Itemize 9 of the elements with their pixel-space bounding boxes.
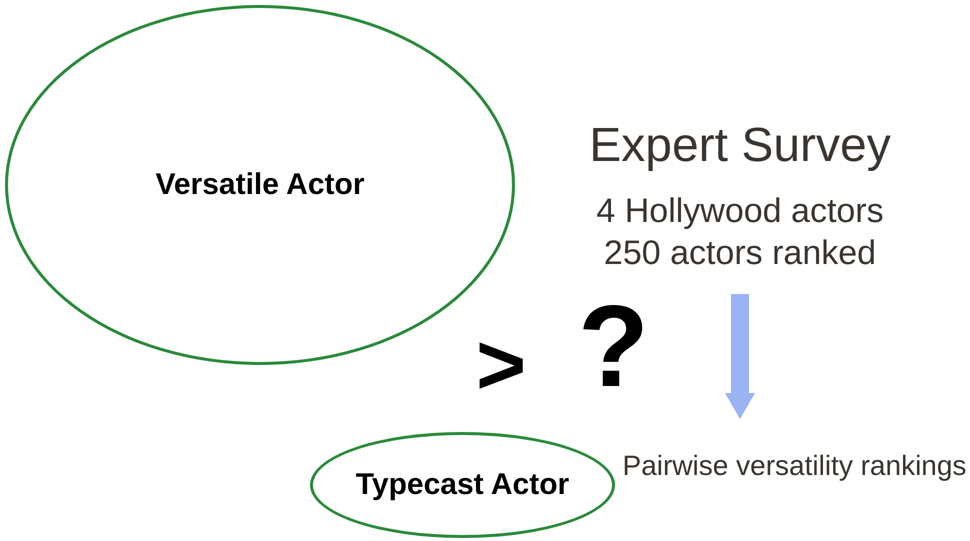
node-text: Pairwise versatility rankings (622, 448, 966, 482)
node-text: 4 Hollywood actors 250 actors ranked (595, 190, 885, 274)
heading: Expert Survey (589, 118, 891, 174)
symbol-text: ? (578, 288, 649, 404)
arrow (725, 294, 755, 419)
ellipse (310, 432, 615, 538)
symbol-text: > (476, 322, 526, 408)
node-label: Typecast Actor (356, 467, 570, 504)
node-label: Versatile Actor (156, 167, 364, 204)
